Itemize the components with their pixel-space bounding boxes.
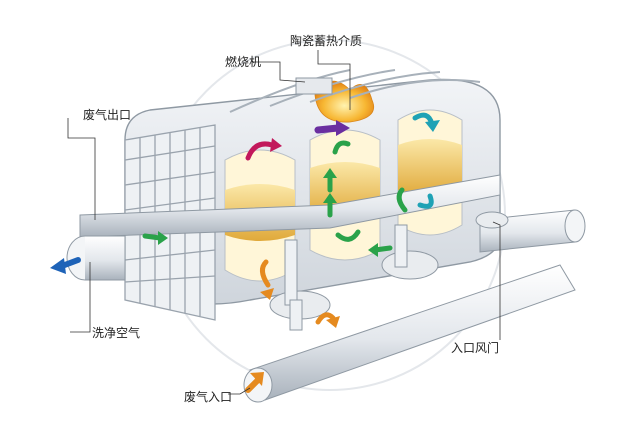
label-ceramic-media: 陶瓷蓄热介质 xyxy=(290,34,363,48)
top-ribs xyxy=(229,69,481,113)
flow-arrow-icon xyxy=(50,112,440,393)
label-exhaust-inlet: 废气入口 xyxy=(184,390,233,404)
burner-unit xyxy=(295,77,333,95)
label-exhaust-outlet: 废气出口 xyxy=(83,108,132,122)
valve-stems xyxy=(284,224,408,331)
label-purge-air: 洗净空气 xyxy=(92,326,141,340)
leader-lines xyxy=(67,50,501,395)
label-burner: 燃烧机 xyxy=(225,55,262,69)
label-inlet-valve: 入口风门 xyxy=(451,341,500,355)
exhaust-inlet-pipe xyxy=(243,264,576,403)
chamber-right xyxy=(397,109,463,236)
